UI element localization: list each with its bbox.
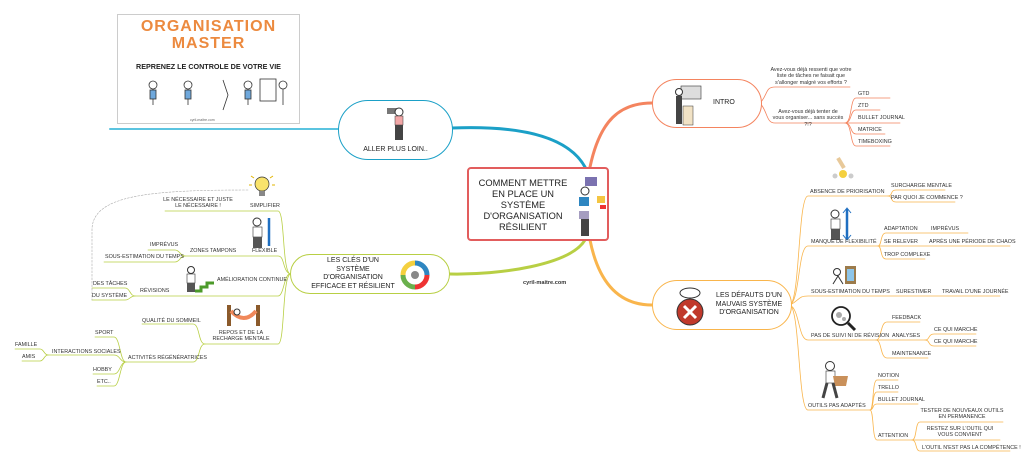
- cle-imprevus[interactable]: IMPRÉVUS: [150, 242, 179, 248]
- defaut-se-relever[interactable]: SE RELEVER: [884, 239, 918, 245]
- banner-subtitle: REPRENEZ LE CONTROLE DE VOTRE VIE: [136, 62, 281, 71]
- central-title: COMMENT METTRE EN PLACE UN SYSTÈME D'ORG…: [478, 178, 568, 232]
- activite-sport[interactable]: SPORT: [95, 330, 114, 336]
- attention-tester[interactable]: TESTER DE NOUVEAUX OUTILS EN PERMANENCE: [920, 408, 1004, 421]
- cle-sous-estimation[interactable]: SOUS-ESTIMATION DU TEMPS: [105, 254, 184, 260]
- flexible-arrow-icon: [252, 217, 271, 248]
- banner-title-2: MASTER: [171, 35, 246, 52]
- defaut-adaptation[interactable]: ADAPTATION: [884, 226, 918, 232]
- defaut-outils[interactable]: OUTILS PAS ADAPTÉS: [808, 403, 866, 409]
- node-intro[interactable]: INTRO: [652, 79, 762, 128]
- defaut-travail-journee[interactable]: TRAVAIL D'UNE JOURNÉE: [942, 289, 1009, 295]
- cle-sommeil[interactable]: QUALITÉ DU SOMMEIL: [142, 318, 201, 324]
- interaction-famille[interactable]: FAMILLE: [15, 342, 38, 348]
- method-timeboxing[interactable]: TIMEBOXING: [858, 139, 892, 145]
- outil-trello[interactable]: TRELLO: [878, 385, 899, 391]
- method-ztd[interactable]: ZTD: [858, 103, 869, 109]
- cle-zones-tampons[interactable]: ZONES TAMPONS: [190, 248, 237, 254]
- attention-restez[interactable]: RESTEZ SUR L'OUTIL QUI VOUS CONVIENT: [926, 426, 994, 439]
- outil-notion[interactable]: NOTION: [878, 373, 899, 379]
- cycle-arrows-icon: [400, 260, 430, 290]
- node-cles-label: LES CLÉS D'UN SYSTÈME D'ORGANISATION EFF…: [311, 257, 395, 290]
- cle-des-taches[interactable]: DES TÂCHES: [93, 281, 128, 287]
- defaut-surcharge[interactable]: SURCHARGE MENTALE: [891, 183, 953, 189]
- defaut-par-quoi[interactable]: PAR QUOI JE COMMENCE ?: [891, 195, 963, 201]
- node-defauts[interactable]: LES DÉFAUTS D'UN MAUVAIS SYSTÈME D'ORGAN…: [652, 280, 792, 330]
- flexible-arrow-icon: [830, 207, 852, 241]
- outil-attention[interactable]: ATTENTION: [878, 433, 909, 439]
- activite-etc[interactable]: ETC..: [97, 379, 111, 385]
- banner-title-1: ORGANISATION: [140, 18, 277, 35]
- method-gtd[interactable]: GTD: [858, 91, 870, 97]
- cle-simplifier[interactable]: SIMPLIFIER: [250, 203, 280, 209]
- cle-repos[interactable]: REPOS ET DE LA RECHARGE MENTALE: [212, 330, 270, 343]
- defaut-priorisation[interactable]: ABSENCE DE PRIORISATION: [810, 189, 885, 195]
- method-bullet-journal[interactable]: BULLET JOURNAL: [858, 115, 905, 121]
- activite-hobby[interactable]: HOBBY: [93, 367, 112, 373]
- hand-lightbulb-icon: [832, 156, 854, 179]
- banner-footer: cyril-maitre.com: [190, 118, 215, 122]
- defaut-suivi[interactable]: PAS DE SUIVI NI DE RÉVISION: [811, 333, 890, 339]
- intro-question-2[interactable]: Avez-vous déjà tenter de vous organiser.…: [772, 109, 844, 128]
- cle-revisions[interactable]: RÉVISIONS: [140, 288, 170, 294]
- defaut-apres-chaos[interactable]: APRÈS UNE PÉRIODE DE CHAOS: [929, 239, 1016, 245]
- lightbulb-icon: [249, 175, 275, 196]
- activite-interactions[interactable]: INTERACTIONS SOCIALES: [52, 349, 121, 355]
- toolbox-person-icon: [821, 361, 848, 399]
- hammock-icon: [227, 305, 260, 326]
- cle-activites[interactable]: ACTIVITÉS RÉGÉNÉRATRICES: [128, 355, 207, 361]
- method-matrice[interactable]: MATRICE: [858, 127, 882, 133]
- defaut-surestimer[interactable]: SURESTIMER: [896, 289, 932, 295]
- presenter-icon: [579, 177, 606, 236]
- attention-competence[interactable]: L'OUTIL N'EST PAS LA COMPÉTENCE !: [922, 445, 1021, 451]
- running-clock-icon: [832, 266, 856, 285]
- watermark[interactable]: cyril-maitre.com: [523, 280, 567, 286]
- defaut-flexibilite[interactable]: MANQUE DE FLEXIBILITÉ: [811, 239, 877, 245]
- central-topic[interactable]: COMMENT METTRE EN PLACE UN SYSTÈME D'ORG…: [467, 167, 609, 241]
- binoculars-person-icon: [387, 107, 404, 140]
- cle-du-systeme[interactable]: DU SYSTÈME: [92, 293, 128, 299]
- defaut-feedback[interactable]: FEEDBACK: [892, 315, 922, 321]
- presenter-board-icon: [675, 85, 702, 126]
- stairs-climber-icon: [186, 266, 214, 293]
- node-intro-label: INTRO: [713, 99, 735, 107]
- defaut-trop-complexe[interactable]: TROP COMPLEXE: [884, 252, 931, 258]
- node-aller-label: ALLER PLUS LOIN..: [363, 145, 428, 153]
- cle-amelioration[interactable]: AMÉLIORATION CONTINUE: [217, 277, 287, 283]
- course-banner[interactable]: ORGANISATION MASTER REPRENEZ LE CONTROLE…: [117, 14, 300, 124]
- cle-necessaire[interactable]: LE NÉCESSAIRE ET JUSTE LE NÉCESSAIRE !: [163, 197, 233, 210]
- stick-figures-illustration: [148, 78, 288, 111]
- error-x-icon: [676, 287, 704, 326]
- node-aller-plus-loin[interactable]: ALLER PLUS LOIN..: [338, 100, 453, 160]
- interaction-amis[interactable]: AMIS: [22, 354, 36, 360]
- node-defauts-label: LES DÉFAUTS D'UN MAUVAIS SYSTÈME D'ORGAN…: [715, 292, 783, 317]
- defaut-ce-qui-marche-2[interactable]: CE QUI MARCHE: [934, 339, 978, 345]
- defaut-analyses[interactable]: ANALYSES: [892, 333, 921, 339]
- defaut-ce-qui-marche-1[interactable]: CE QUI MARCHE: [934, 327, 978, 333]
- defaut-maintenance[interactable]: MAINTENANCE: [892, 351, 932, 357]
- magnifier-gears-icon: [831, 306, 857, 332]
- outil-bullet-journal[interactable]: BULLET JOURNAL: [878, 397, 925, 403]
- intro-question-1[interactable]: Avez-vous déjà ressenti que votre liste …: [770, 67, 852, 86]
- cle-flexible[interactable]: FLEXIBLE: [252, 248, 278, 254]
- defaut-imprevus[interactable]: IMPRÉVUS: [931, 226, 960, 232]
- defaut-sous-estimation[interactable]: SOUS-ESTIMATION DU TEMPS: [811, 289, 890, 295]
- node-cles[interactable]: LES CLÉS D'UN SYSTÈME D'ORGANISATION EFF…: [290, 254, 450, 294]
